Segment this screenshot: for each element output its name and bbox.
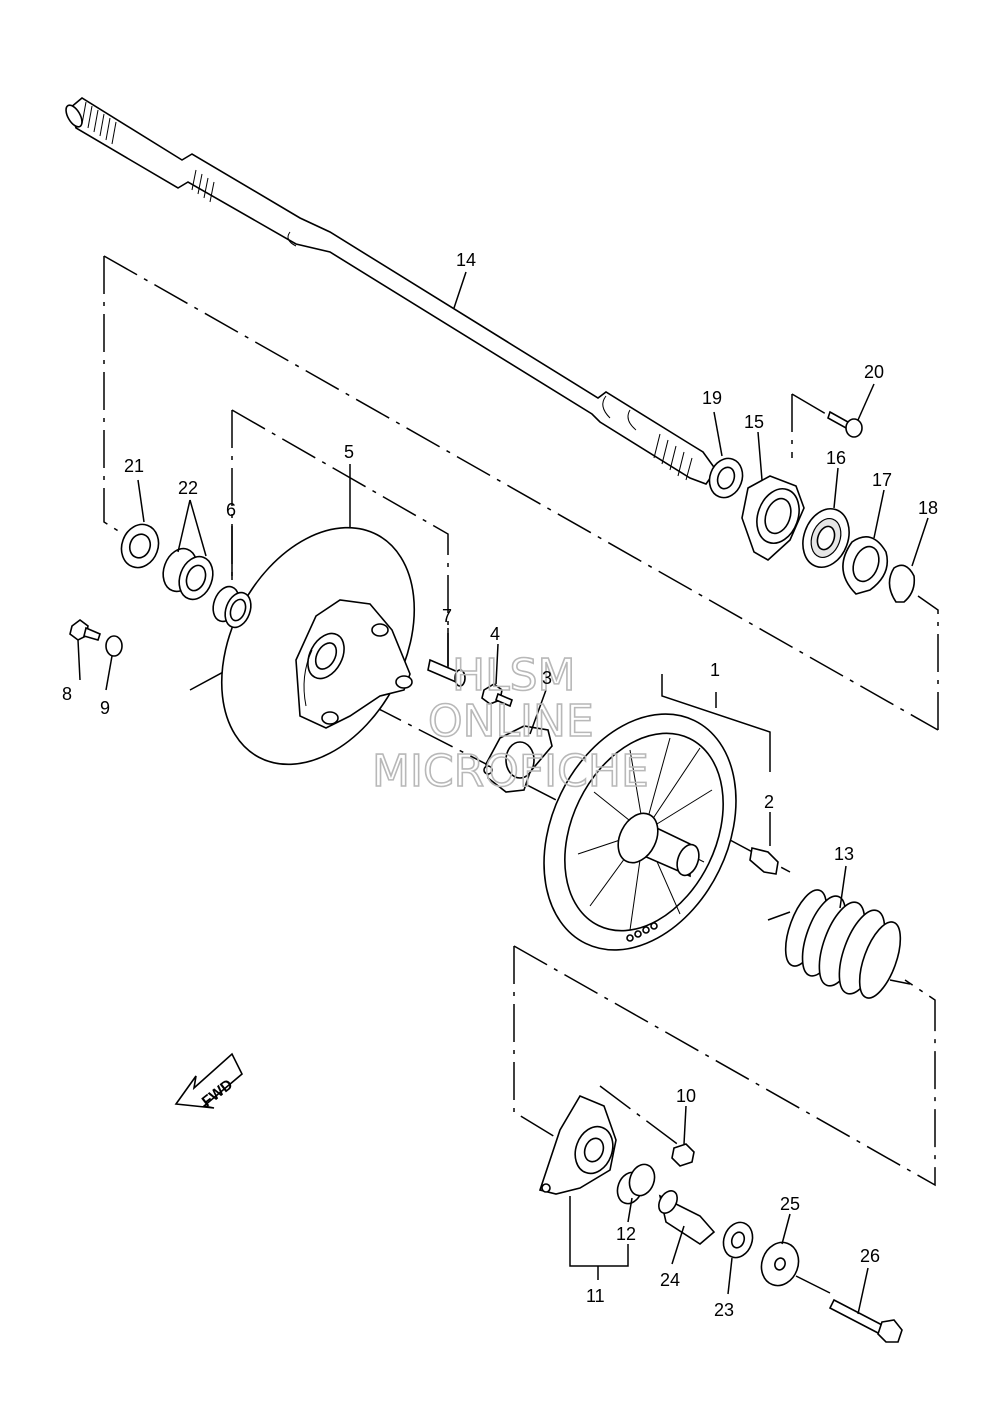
watermark-line-3: MICROFICHE bbox=[372, 746, 649, 797]
bolt-part-8 bbox=[69, 619, 101, 641]
callout-21: 21 bbox=[124, 456, 144, 476]
callout-14: 14 bbox=[456, 250, 476, 270]
callout-2: 2 bbox=[764, 792, 774, 812]
callout-10: 10 bbox=[676, 1086, 696, 1106]
callout-13: 13 bbox=[834, 844, 854, 864]
callout-7: 7 bbox=[442, 606, 452, 626]
watermark: HLSM ONLINE MICROFICHE bbox=[371, 649, 649, 798]
circlip-part-18 bbox=[888, 564, 916, 603]
bushing-part-6 bbox=[212, 585, 252, 629]
housing-part-15 bbox=[741, 475, 805, 561]
washer-part-23 bbox=[722, 1221, 754, 1259]
circlip-part-17 bbox=[842, 536, 889, 595]
leader-lines bbox=[77, 271, 929, 1315]
bolt-part-7 bbox=[427, 658, 466, 687]
callout-12: 12 bbox=[616, 1224, 636, 1244]
bearing-part-16 bbox=[802, 508, 850, 568]
callout-3: 3 bbox=[542, 668, 552, 688]
bushing-part-12 bbox=[616, 1163, 656, 1205]
washer-part-9 bbox=[105, 635, 123, 657]
callout-17: 17 bbox=[872, 470, 892, 490]
part-2 bbox=[749, 847, 779, 875]
forward-direction-arrow: FWD bbox=[174, 1052, 243, 1110]
bolt-part-4 bbox=[481, 683, 513, 708]
callout-4: 4 bbox=[490, 624, 500, 644]
watermark-line-2: ONLINE bbox=[428, 696, 594, 747]
callout-16: 16 bbox=[826, 448, 846, 468]
callout-22: 22 bbox=[178, 478, 198, 498]
plate-part-3 bbox=[483, 725, 553, 793]
washer-part-21 bbox=[120, 523, 160, 569]
callout-18: 18 bbox=[918, 498, 938, 518]
collar-part-24 bbox=[658, 1190, 716, 1245]
bracket-part-11 bbox=[538, 1094, 617, 1195]
bolt-part-26 bbox=[828, 1298, 903, 1343]
washer-part-25 bbox=[760, 1241, 800, 1287]
callout-9: 9 bbox=[100, 698, 110, 718]
callout-15: 15 bbox=[744, 412, 764, 432]
callout-1: 1 bbox=[710, 660, 720, 680]
callout-5: 5 bbox=[344, 442, 354, 462]
callout-8: 8 bbox=[62, 684, 72, 704]
callout-labels: 1 2 3 4 5 6 7 8 9 10 11 12 13 14 15 16 1… bbox=[62, 250, 938, 1320]
callout-11: 11 bbox=[586, 1286, 605, 1306]
ring-part-19 bbox=[708, 457, 744, 499]
callout-6: 6 bbox=[226, 500, 236, 520]
movable-sheave-part-1 bbox=[543, 713, 737, 951]
nut-part-10 bbox=[671, 1143, 695, 1167]
callout-20: 20 bbox=[864, 362, 884, 382]
watermark-line-1: HLSM bbox=[452, 650, 576, 701]
callout-24: 24 bbox=[660, 1270, 680, 1290]
callout-19: 19 bbox=[702, 388, 722, 408]
callout-25: 25 bbox=[780, 1194, 800, 1214]
spring-part-13 bbox=[767, 889, 911, 999]
shaft-part-14 bbox=[65, 97, 717, 485]
fixed-sheave-part-5 bbox=[220, 526, 416, 766]
collar-part-22 bbox=[162, 547, 214, 601]
bolt-part-20 bbox=[827, 410, 863, 438]
callout-26: 26 bbox=[860, 1246, 880, 1266]
callout-23: 23 bbox=[714, 1300, 734, 1320]
